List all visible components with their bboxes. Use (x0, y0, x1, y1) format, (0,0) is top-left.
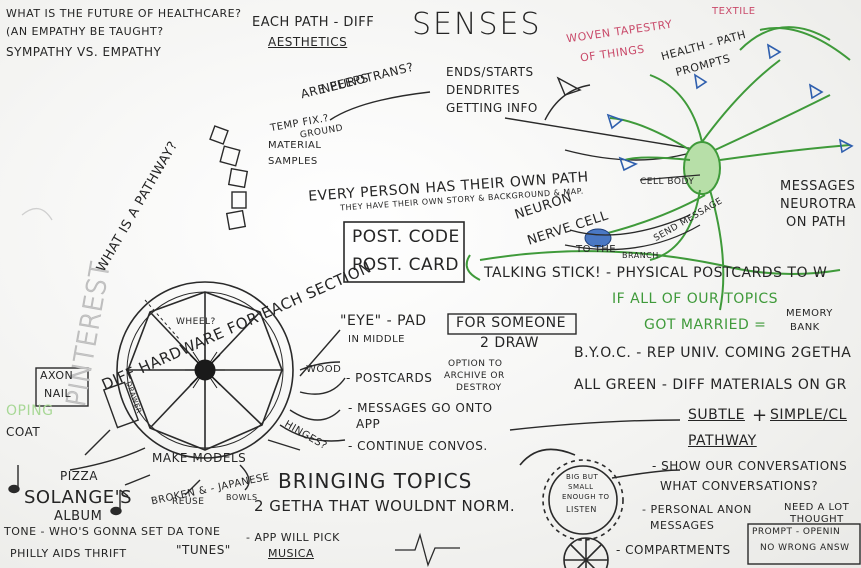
heartbeat-line (395, 532, 460, 568)
note-plus: + (752, 405, 768, 426)
note-continue-convos: - CONTINUE CONVOS. (348, 439, 488, 453)
note-senses: SENSES (412, 7, 542, 42)
note-album: ALBUM (54, 509, 103, 524)
note-solange: SOLANGE'S (24, 487, 133, 508)
post-box (343, 221, 465, 283)
listen-circle (519, 448, 681, 541)
note-no-wrong: NO WRONG ANSW (760, 543, 850, 553)
circle-diagram (116, 281, 294, 459)
note-for-someone: FOR SOMEONE (456, 315, 566, 331)
note-messages-go: - MESSAGES GO ONTO (348, 401, 493, 415)
note-reuse: REUSE (172, 497, 205, 507)
note-samples: SAMPLES (268, 156, 318, 167)
note-enough-to: ENOUGH TO (562, 493, 610, 501)
note-pathway: PATHWAY (688, 433, 757, 449)
note-subtle: SUBTLE (688, 407, 745, 423)
note-musica: MUSICA (268, 547, 314, 560)
note-nail: NAIL (44, 387, 72, 400)
note-option-to: OPTION TO (448, 359, 503, 369)
note-post-card: POST. CARD (352, 255, 459, 275)
note-empathy-taught: (AN EMPATHY BE TAUGHT? (6, 25, 164, 38)
note-app: APP (356, 417, 381, 431)
note-2-draw: 2 DRAW (480, 335, 539, 351)
note-aesthetics: AESTHETICS (268, 35, 348, 49)
neuron-drawing (465, 26, 851, 311)
note-messages: MESSAGES (780, 179, 856, 194)
note-postcards: - POSTCARDS (346, 371, 433, 385)
note-branch: BRANCH (622, 251, 659, 260)
note-need-a-lot: NEED A LOT (784, 502, 850, 513)
note-all-green: ALL GREEN - DIFF MATERIALS ON GR (574, 377, 847, 393)
note-thought: THOUGHT (790, 514, 844, 525)
note-pizza: PIZZA (60, 469, 98, 483)
note-future-of-healthcare: WHAT IS THE FUTURE OF HEALTHCARE? (6, 7, 242, 20)
note-2-getha: 2 GETHA THAT WOULDNT NORM. (254, 497, 516, 515)
note-if-all-topics: IF ALL OF OUR TOPICS (612, 291, 779, 307)
note-make-models: MAKE MODELS (152, 451, 247, 465)
note-simple: SIMPLE/CL (770, 407, 847, 423)
note-eye-pad: "EYE" - PAD (340, 313, 427, 329)
note-memory: MEMORY (786, 308, 833, 319)
arrows (69, 84, 701, 496)
note-listen: LISTEN (566, 505, 597, 514)
note-post-code: POST. CODE (352, 227, 460, 247)
music-notes (8, 465, 129, 516)
note-compartments: - COMPARTMENTS (616, 543, 731, 557)
note-ends-starts: ENDS/STARTS (446, 65, 534, 79)
note-getting-info: GETTING INFO (446, 101, 538, 115)
note-big-but: BIG BUT (566, 473, 599, 481)
note-cell-body: CELL BODY (640, 177, 695, 187)
note-small: SMALL (568, 483, 594, 491)
note-oping: OPING (6, 403, 54, 419)
note-dendrites: DENDRITES (446, 83, 520, 97)
drawer-box (102, 381, 140, 429)
note-byoc: B.Y.O.C. - REP UNIV. COMING 2GETHA (574, 345, 852, 361)
note-sympathy-vs-empathy: SYMPATHY VS. EMPATHY (6, 45, 162, 59)
note-bowls: BOWLS (226, 493, 258, 502)
axon-box (35, 367, 89, 407)
blue-blob (584, 228, 612, 248)
note-what-conversations: WHAT CONVERSATIONS? (660, 479, 819, 493)
note-textile: TEXTILE (712, 6, 756, 17)
note-material: MATERIAL (268, 140, 322, 151)
note-on-path: ON PATH (786, 215, 847, 230)
note-prompt: PROMPT - OPENIN (752, 527, 841, 537)
note-anon-messages: MESSAGES (650, 519, 715, 532)
note-talking-stick: TALKING STICK! - PHYSICAL POSTCARDS TO W (484, 265, 828, 281)
note-in-middle: IN MIDDLE (348, 334, 405, 345)
note-wheel: WHEEL? (176, 317, 216, 327)
note-philly-aids-thrift: PHILLY AIDS THRIFT (10, 547, 127, 560)
note-app-will-pick: - APP WILL PICK (246, 531, 340, 544)
note-tone: TONE - WHO'S GONNA SET DA TONE (4, 525, 221, 538)
note-got-married: GOT MARRIED = (644, 317, 767, 333)
note-personal-anon: - PERSONAL ANON (642, 503, 752, 516)
note-axon: AXON (40, 369, 74, 382)
note-bringing-topics: BRINGING TOPICS (278, 469, 473, 493)
note-bank: BANK (790, 322, 820, 333)
prompt-box (747, 523, 861, 565)
eye-scribble (185, 350, 225, 390)
note-show-conversations: - SHOW OUR CONVERSATIONS (652, 459, 848, 473)
note-wood: WOOD (306, 364, 342, 375)
bottom-wheel (563, 537, 609, 568)
note-neurotra: NEUROTRA (780, 197, 857, 212)
note-each-path: EACH PATH - DIFF (252, 15, 375, 30)
note-coat: COAT (6, 425, 41, 439)
note-to-the: TO THE (576, 244, 617, 255)
triangle-mark (556, 76, 582, 96)
green-triangles (606, 43, 854, 172)
note-archive-or: ARCHIVE OR (444, 371, 505, 381)
note-destroy: DESTROY (456, 383, 502, 393)
note-tunes: "TUNES" (176, 543, 231, 557)
for-someone-box (447, 313, 577, 335)
material-blocks (209, 125, 249, 231)
